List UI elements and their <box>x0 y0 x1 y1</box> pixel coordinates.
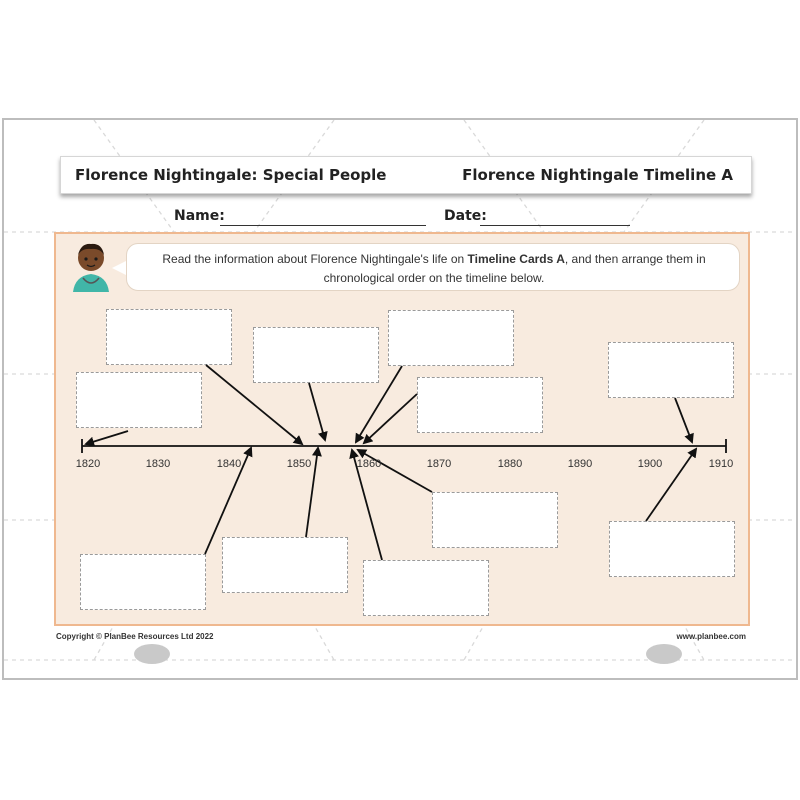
instructions-line-2: chronological order on the timeline belo… <box>323 271 545 285</box>
timeline-year-label: 1890 <box>567 458 593 470</box>
timeline-card-slot[interactable] <box>76 372 202 428</box>
timeline-year-label: 1830 <box>145 458 171 470</box>
timeline-card-slot[interactable] <box>432 492 558 548</box>
timeline-year-label: 1870 <box>426 458 452 470</box>
page-subtitle: Florence Nightingale Timeline A <box>462 166 733 184</box>
website-text: www.planbee.com <box>676 632 747 641</box>
timeline-card-slot[interactable] <box>417 377 543 433</box>
worksheet-header: Florence Nightingale: Special People Flo… <box>60 156 752 194</box>
timeline-year-label: 1840 <box>216 458 242 470</box>
name-label: Name: <box>174 208 225 224</box>
timeline-card-slot[interactable] <box>80 554 206 610</box>
timeline-card-slot[interactable] <box>363 560 489 616</box>
timeline-panel: Read the information about Florence Nigh… <box>54 232 750 626</box>
timeline-year-label: 1910 <box>708 458 734 470</box>
instructions-line-1: Read the information about Florence Nigh… <box>162 252 706 266</box>
timeline-year-label: 1820 <box>75 458 101 470</box>
nurse-avatar-icon <box>73 243 109 292</box>
copyright-text: Copyright © PlanBee Resources Ltd 2022 <box>56 632 214 641</box>
name-field[interactable] <box>220 225 426 226</box>
speech-bubble-tail <box>112 260 128 276</box>
timeline-card-slot[interactable] <box>609 521 735 577</box>
worksheet: Florence Nightingale: Special People Flo… <box>2 118 798 680</box>
timeline-year-label: 1850 <box>286 458 312 470</box>
timeline-year-label: 1880 <box>497 458 523 470</box>
timeline-year-label: 1860 <box>356 458 382 470</box>
timeline-arrows <box>81 364 727 561</box>
date-field[interactable] <box>480 225 630 226</box>
date-label: Date: <box>444 208 487 224</box>
timeline-cards-label: Timeline Cards A <box>467 252 565 266</box>
page-title: Florence Nightingale: Special People <box>75 166 387 184</box>
timeline-card-slot[interactable] <box>253 327 379 383</box>
timeline-card-slot[interactable] <box>106 309 232 365</box>
timeline-card-slot[interactable] <box>222 537 348 593</box>
timeline-card-slot[interactable] <box>388 310 514 366</box>
timeline-year-label: 1900 <box>637 458 663 470</box>
instructions-bubble: Read the information about Florence Nigh… <box>126 243 740 291</box>
timeline-card-slot[interactable] <box>608 342 734 398</box>
